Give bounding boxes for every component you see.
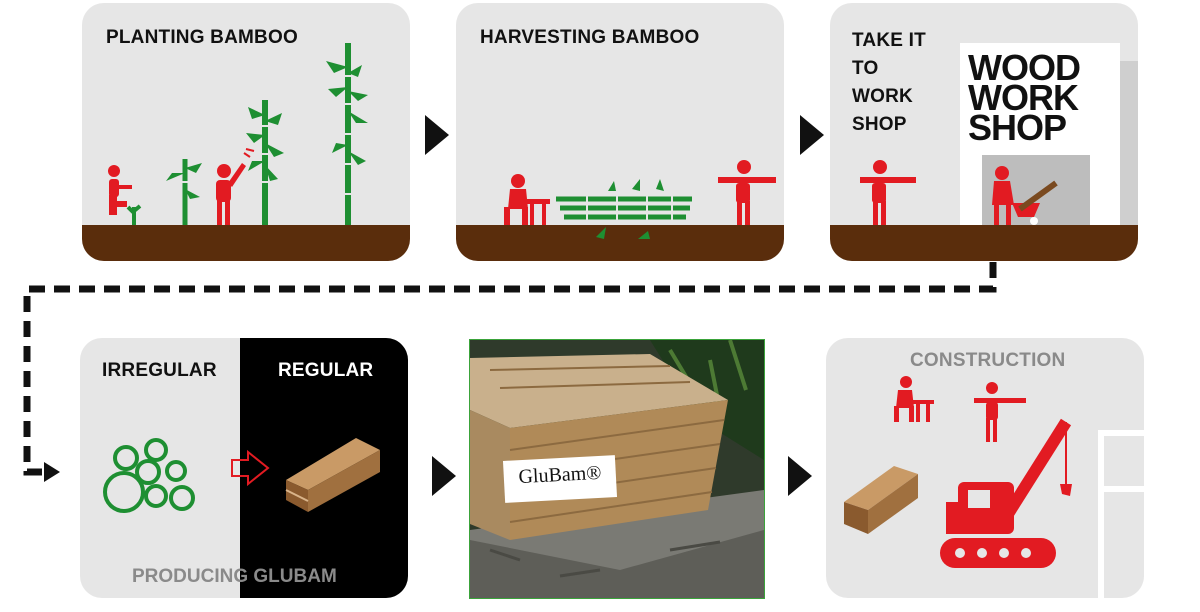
carrying-person-icon [860, 160, 916, 225]
producing-illustration [103, 438, 380, 513]
photo-illustration [470, 340, 764, 598]
glubam-photo: GluBam® [469, 339, 765, 599]
sign-line: SHOP [968, 107, 1067, 148]
panel-title: CONSTRUCTION [910, 350, 1066, 371]
workshop-building-side [1120, 61, 1138, 233]
bamboo-pile-icon [556, 196, 692, 220]
workshop-illustration [860, 160, 1058, 225]
bamboo-cross-sections-icon [103, 438, 195, 513]
flow-arrow-1 [425, 115, 449, 155]
panel-workshop: TAKE IT TO WORK SHOP WOOD WORK SHOP [830, 3, 1138, 261]
sign-line: WOOD [968, 47, 1081, 88]
kneeling-person-icon [108, 165, 132, 215]
producing-caption: PRODUCING GLUBAM [132, 566, 337, 587]
carrying-person-icon [718, 160, 776, 225]
workshop-sign: WOOD WORK SHOP [968, 47, 1081, 148]
regular-label: REGULAR [278, 360, 374, 381]
log-icon [1018, 180, 1058, 212]
harvesting-illustration [504, 160, 776, 239]
panel-title: PLANTING BAMBOO [106, 27, 298, 48]
panel-title: HARVESTING BAMBOO [480, 27, 700, 48]
title-line: TAKE IT [852, 30, 926, 51]
construction-illustration [844, 376, 1144, 598]
title-line: SHOP [852, 114, 907, 135]
panel-producing: IRREGULAR REGULAR PRODUCING GLUBAM [80, 338, 408, 598]
sawing-person-icon [504, 174, 550, 225]
planting-illustration [108, 43, 368, 225]
sawing-person-icon [894, 376, 934, 422]
flow-arrow-3 [432, 456, 456, 496]
ground [456, 225, 784, 261]
flow-arrow-4 [788, 456, 812, 496]
ground [830, 225, 1138, 261]
flow-arrow-2 [800, 115, 824, 155]
panel-construction: CONSTRUCTION [826, 338, 1144, 598]
sign-line: WORK [968, 77, 1079, 118]
glubam-beam-icon [285, 438, 380, 512]
panel-harvesting: HARVESTING BAMBOO [456, 3, 784, 261]
panel-planting: PLANTING BAMBOO [82, 3, 410, 261]
title-line: WORK [852, 86, 913, 107]
carrying-person-icon [974, 382, 1026, 442]
glubam-beam-icon [844, 466, 918, 534]
watering-person-icon [216, 163, 246, 225]
crane-icon [940, 418, 1072, 568]
outline-arrow-icon [231, 449, 270, 487]
sprout-icon [126, 204, 142, 225]
irregular-label: IRREGULAR [102, 360, 217, 381]
title-line: TO [852, 58, 879, 79]
building-frame-icon [1098, 430, 1144, 598]
ground [82, 225, 410, 261]
workshop-title: TAKE IT TO WORK SHOP [852, 27, 926, 139]
